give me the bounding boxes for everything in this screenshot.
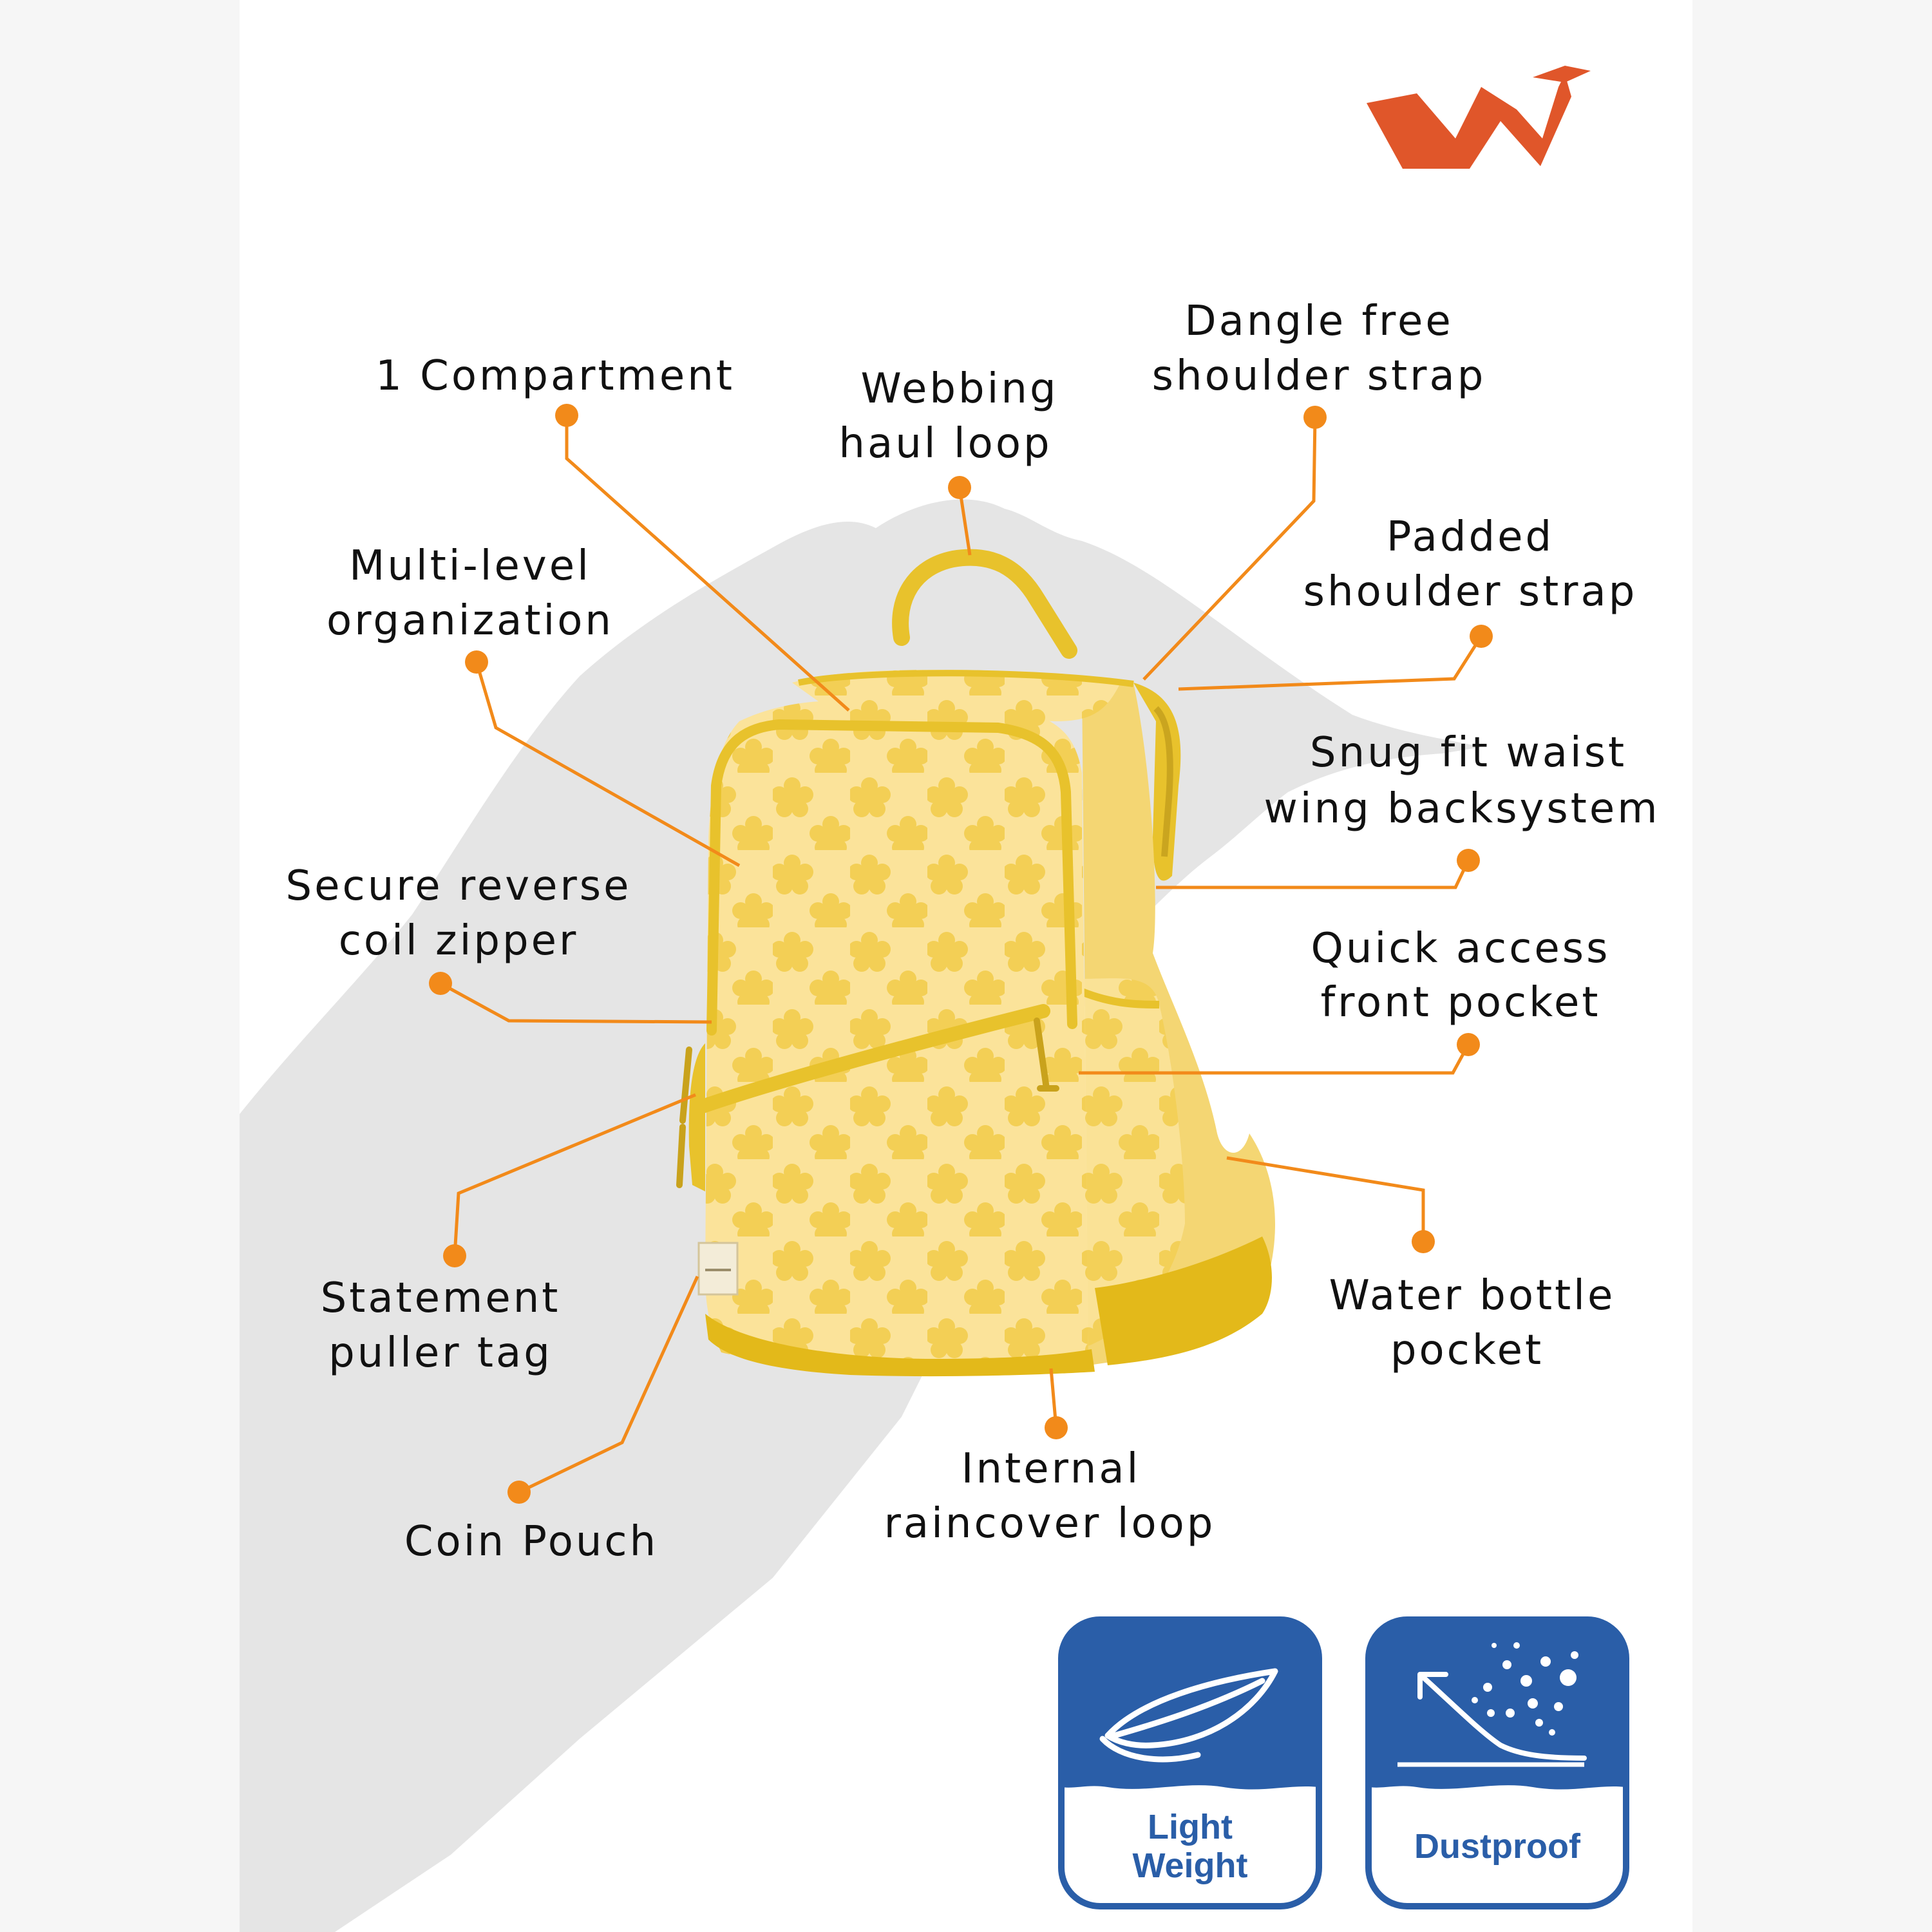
badge-dustproof: Dustproof xyxy=(1365,1616,1629,1909)
dust-particles-icon xyxy=(1397,1642,1587,1767)
label-coin-pouch: Coin Pouch xyxy=(404,1518,658,1566)
callout-dots xyxy=(429,404,1493,1504)
label-puller-tag-1: Statement xyxy=(321,1274,561,1322)
wildcraft-w-logo xyxy=(1367,64,1594,169)
label-padded-strap-1: Padded xyxy=(1387,513,1554,561)
label-padded-strap-2: shoulder strap xyxy=(1303,568,1638,616)
badge-light-weight: Light Weight xyxy=(1058,1616,1322,1909)
feather-icon xyxy=(1099,1668,1278,1763)
label-multi-level-2: organization xyxy=(327,597,614,645)
label-reverse-zipper-2: coil zipper xyxy=(339,917,579,965)
label-raincover-loop-2: raincover loop xyxy=(884,1500,1216,1548)
badge-dustproof-line1: Dustproof xyxy=(1414,1827,1581,1866)
label-raincover-loop-1: Internal xyxy=(961,1445,1141,1493)
label-bottle-pocket-1: Water bottle xyxy=(1329,1272,1616,1320)
label-haul-loop-2: haul loop xyxy=(838,420,1052,468)
label-waist-wing-2: wing backsystem xyxy=(1264,785,1660,833)
label-dangle-strap-1: Dangle free xyxy=(1184,298,1453,345)
label-bottle-pocket-2: pocket xyxy=(1390,1327,1544,1374)
label-compartment: 1 Compartment xyxy=(375,352,735,400)
label-dangle-strap-2: shoulder strap xyxy=(1152,352,1486,400)
label-front-pocket-2: front pocket xyxy=(1321,979,1601,1027)
label-multi-level-1: Multi-level xyxy=(349,542,591,590)
backpack-illustration xyxy=(676,549,1275,1377)
badge-light-weight-line2: Weight xyxy=(1133,1846,1248,1885)
label-waist-wing-1: Snug fit waist xyxy=(1310,729,1627,777)
label-haul-loop-1: Webbing xyxy=(860,365,1058,413)
badge-light-weight-line1: Light xyxy=(1148,1808,1233,1846)
label-reverse-zipper-1: Secure reverse xyxy=(286,862,632,910)
backpack-front xyxy=(705,701,1088,1367)
label-puller-tag-2: puller tag xyxy=(328,1329,553,1377)
label-front-pocket-1: Quick access xyxy=(1311,925,1611,972)
